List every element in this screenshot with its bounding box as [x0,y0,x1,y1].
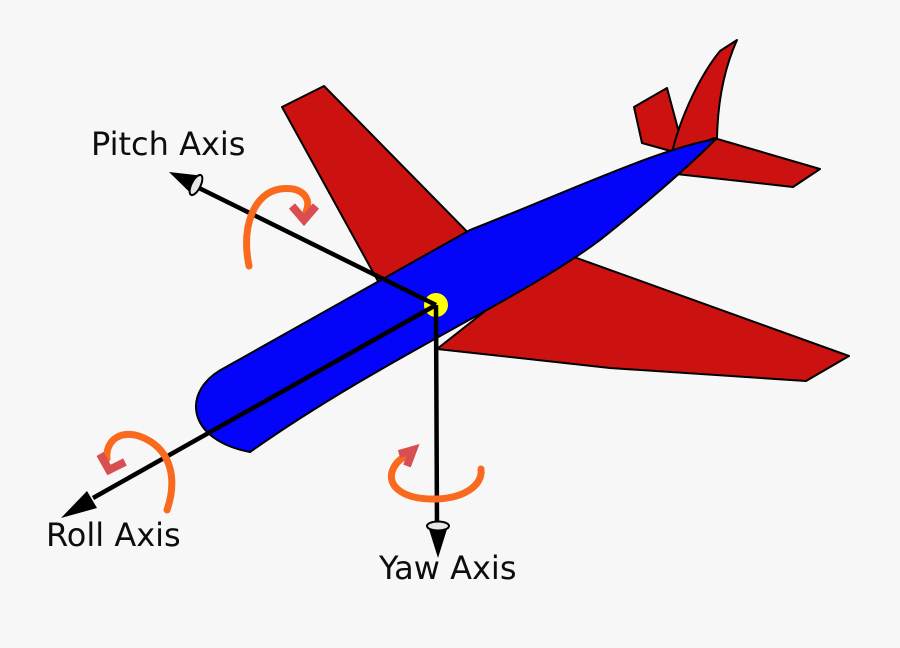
axis-lines [91,185,440,530]
roll-axis-label: Roll Axis [46,516,181,554]
yaw-rotation-arrowhead-icon [397,443,420,468]
yaw-rotation-arc-icon [387,453,485,503]
yaw-arrow-cone [428,526,448,558]
pitch-rotation-arc-icon [243,185,312,270]
rotation-arrows [96,185,485,514]
airplane [195,39,850,453]
yaw-axis-label: Yaw Axis [379,549,517,587]
yaw-axis-arrowhead-icon [426,520,450,558]
roll-rotation-arc-icon [103,430,176,514]
pitch-axis-arrowhead-icon [169,172,204,197]
pitch-rotation-arrowhead-icon [288,203,320,227]
roll-rotation-arrowhead-icon [96,452,127,476]
pitch-axis-line [198,185,437,308]
vertical-stabilizer-fin [671,39,738,153]
yaw-axis-line [433,304,440,530]
fuselage [195,138,717,453]
pitch-arrow-base [188,173,204,197]
yaw-arrow-base [426,520,450,532]
roll-axis-arrowhead-icon [61,491,97,518]
roll-axis-line [91,303,438,500]
near-wing [436,251,850,382]
pitch-axis-label: Pitch Axis [91,125,246,163]
